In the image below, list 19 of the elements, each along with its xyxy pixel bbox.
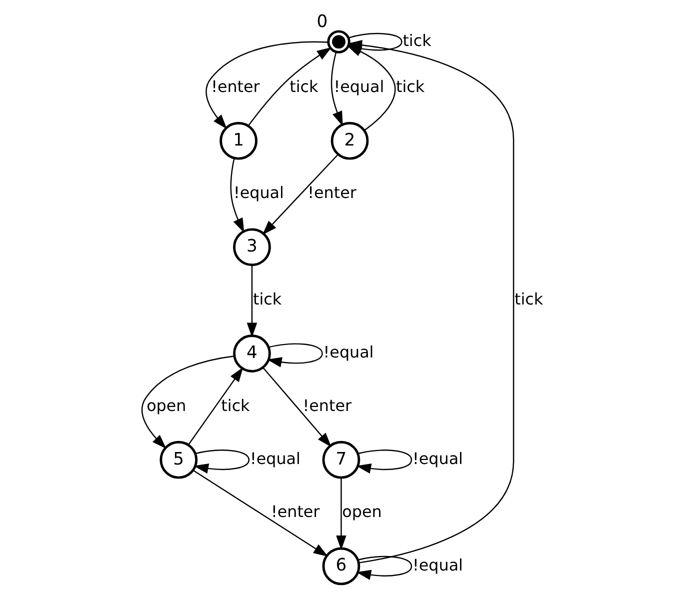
- edge-label: tick: [221, 396, 250, 415]
- edge-label: !equal: [250, 449, 300, 468]
- node-label: 0: [316, 12, 328, 32]
- edge-label: !enter: [211, 76, 260, 96]
- edge-label: !enter: [308, 183, 356, 202]
- edge-label: tick: [290, 76, 318, 96]
- edge-label: open: [342, 502, 382, 522]
- edge-label: tick: [252, 289, 282, 308]
- edge-label: !enter: [302, 396, 352, 415]
- edge-label: open: [146, 396, 186, 415]
- edge-label: tick: [396, 76, 425, 96]
- edge-label: !equal: [412, 449, 463, 468]
- edge-label: !equal: [412, 555, 463, 574]
- edge-label: tick: [514, 289, 544, 308]
- edge-label: !equal: [233, 183, 284, 202]
- edge-label: tick: [402, 30, 432, 50]
- edge-label: !enter: [271, 502, 320, 522]
- edge-label: !equal: [334, 76, 384, 96]
- edge-label: !equal: [323, 342, 374, 362]
